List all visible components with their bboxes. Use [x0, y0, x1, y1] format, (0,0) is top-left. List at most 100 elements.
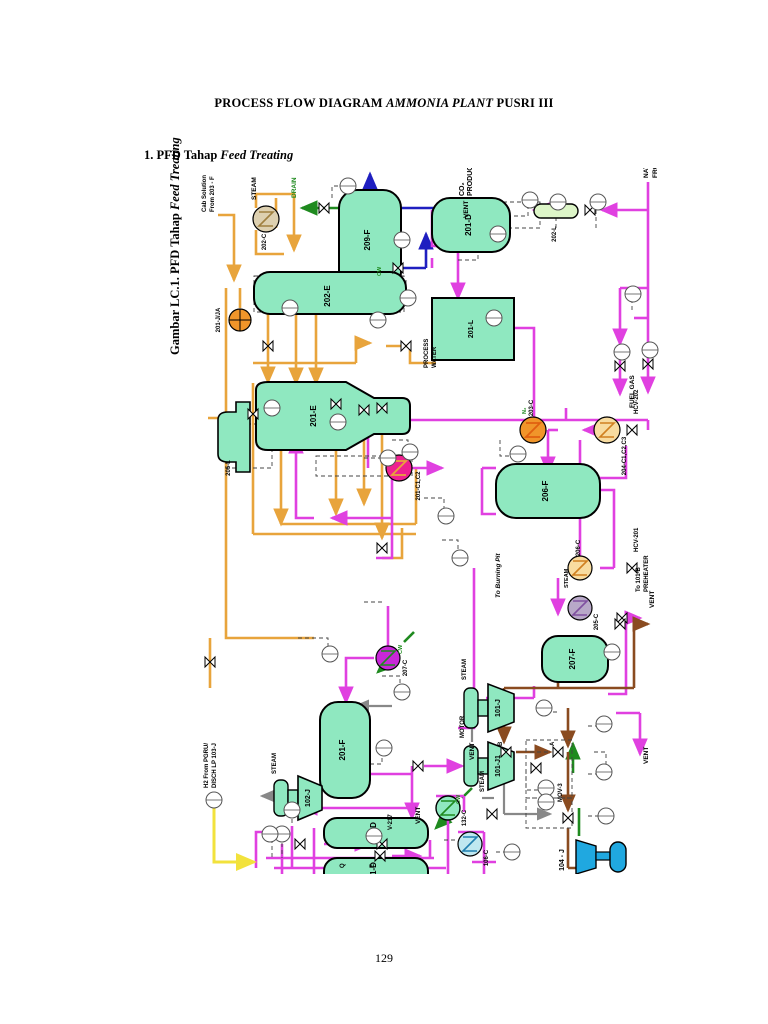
svg-text:104 - J: 104 - J	[559, 849, 566, 871]
label-cw-207c: CW	[398, 644, 404, 654]
label-q: Q	[340, 863, 346, 868]
valve-brown-2	[530, 762, 542, 774]
instrument-h2-3	[205, 791, 223, 809]
instrument-fi-202e	[369, 311, 387, 329]
label-hcv-202: HCV-202	[634, 389, 640, 414]
svg-text:132-C: 132-C	[462, 809, 468, 826]
svg-text:201-C1,C2: 201-C1,C2	[416, 471, 422, 501]
equipment-202-E: 202-E	[253, 271, 407, 315]
instrument-mov3	[597, 807, 615, 825]
valve-drain	[318, 202, 330, 214]
valve-steam-brown	[486, 808, 498, 820]
instrument-ti-202e	[281, 299, 299, 317]
label-e: E	[370, 864, 376, 868]
valve-201e-5	[376, 542, 388, 554]
label-n2: N₂	[522, 407, 528, 414]
yellow-h2-line	[212, 808, 257, 871]
label-preheater-2: PREHEATER	[644, 555, 650, 592]
svg-text:101-J: 101-J	[495, 699, 502, 717]
label-cw-132c: CW	[456, 794, 462, 804]
svg-text:206-C: 206-C	[576, 539, 582, 556]
section-heading: 1. PFD Tahap Feed Treating	[144, 148, 293, 163]
figure-caption: Gambar LC.1. PFD Tahap Feed Treating	[168, 55, 183, 355]
label-vent-2: VENT	[469, 743, 476, 760]
page-number: 129	[375, 951, 393, 965]
instrument-pi-202l-1	[521, 191, 539, 209]
label-vent-brown: VENT	[649, 591, 656, 608]
valve-hcv-202	[626, 424, 638, 436]
equipment-207-F: 207-F	[541, 635, 609, 683]
label-burning-pit: To Burning Pit	[495, 553, 502, 598]
instrument-pi-209f	[393, 231, 411, 249]
instrument-102j-2	[283, 801, 301, 819]
label-v-217: V-217	[388, 814, 394, 830]
label-cab-solution-2: From 203 - F	[210, 176, 216, 212]
instrument-lc-202e	[399, 289, 417, 307]
label-natural-gas-2: FROM GMS	[652, 168, 659, 178]
equipment-104-J: 104 - J	[559, 839, 627, 874]
label-mov-3: MOV-3	[558, 783, 564, 802]
figure-caption-plain: Gambar LC.1. PFD Tahap	[168, 210, 182, 355]
equipment-206-F: 206-F	[495, 463, 601, 519]
label-cab-solution: Cab Solution	[202, 175, 208, 212]
instrument-brown-2	[595, 763, 613, 781]
instrument-brown-1	[595, 715, 613, 733]
equipment-204-C1-C2-C3: 204-C1,C2,C3	[593, 416, 628, 475]
equipment-201-L: 201-L	[431, 297, 515, 361]
svg-text:106-C: 106-C	[484, 849, 490, 866]
svg-text:204-C1,C2,C3: 204-C1,C2,C3	[622, 436, 628, 475]
label-process-water-2: WATER	[432, 346, 438, 368]
valve-vent-201f	[412, 760, 424, 772]
label-vent-1: VENT	[463, 201, 470, 218]
instrument-207f	[603, 643, 621, 661]
svg-text:205-L: 205-L	[226, 460, 232, 476]
instrument-pi-ng-3	[624, 285, 642, 303]
equipment-132-C: 132-C	[435, 795, 468, 826]
equipment-201-J-JA: 201-J/JA	[216, 307, 252, 332]
process-flow-diagram: 209-F 208-C 202-E 202-C	[196, 168, 668, 874]
svg-text:203-C: 203-C	[529, 399, 535, 416]
instrument-orange-2	[451, 549, 469, 567]
equipment-101-J: 101-J	[463, 682, 515, 734]
svg-text:201-L: 201-L	[468, 319, 475, 338]
title-italic-part: AMMONIA PLANT	[386, 96, 494, 110]
svg-text:201-J/JA: 201-J/JA	[216, 307, 222, 332]
instrument-fuel-1	[613, 343, 631, 361]
title-part-1: PROCESS FLOW DIAGRAM	[214, 96, 387, 110]
figure-caption-italic: Feed Treating	[168, 137, 182, 211]
equipment-202-C: 202-C	[252, 205, 280, 250]
instrument-steam-2	[537, 793, 555, 811]
svg-text:201-F: 201-F	[338, 739, 347, 760]
instrument-201l	[485, 309, 503, 327]
instrument-102j	[375, 739, 393, 757]
svg-text:205-C: 205-C	[594, 613, 600, 630]
svg-text:202-L: 202-L	[552, 226, 558, 242]
svg-text:207-F: 207-F	[568, 648, 577, 669]
svg-text:101-D: 101-D	[369, 862, 378, 874]
label-preheater: To 101-B	[636, 566, 642, 592]
instrument-205l-1	[263, 399, 281, 417]
svg-text:102-J: 102-J	[305, 789, 312, 807]
equipment-201-D: 201-D	[431, 197, 511, 253]
svg-text:209-F: 209-F	[363, 229, 372, 250]
label-steam-brown: STEAM	[480, 771, 486, 792]
equipment-201-F: 201-F	[319, 701, 371, 799]
label-vent-207f: VENT	[643, 747, 650, 764]
valve-a	[552, 746, 564, 758]
stream-labels: NATURAL GAS FROM GMS FUEL GAS CO₂ PRODUC…	[202, 168, 659, 868]
label-steam-102j: STEAM	[272, 753, 278, 774]
title-part-2: PUSRI III	[493, 96, 554, 110]
instrument-201e-1	[329, 413, 347, 431]
label-valve-b: B	[498, 741, 504, 746]
instrument-pi-ng-1	[549, 193, 567, 211]
instrument-106c	[503, 843, 521, 861]
label-steam-206c: STEAM	[564, 568, 570, 588]
section-heading-plain: 1. PFD Tahap	[144, 148, 221, 162]
svg-text:207-C: 207-C	[403, 659, 409, 676]
instrument-pi-ng-2	[589, 193, 607, 211]
label-hcv-201: HCV-201	[634, 527, 640, 552]
instrument-206f	[509, 445, 527, 463]
instrument-fuel-2	[641, 341, 659, 359]
instrument-201e-2	[379, 449, 397, 467]
